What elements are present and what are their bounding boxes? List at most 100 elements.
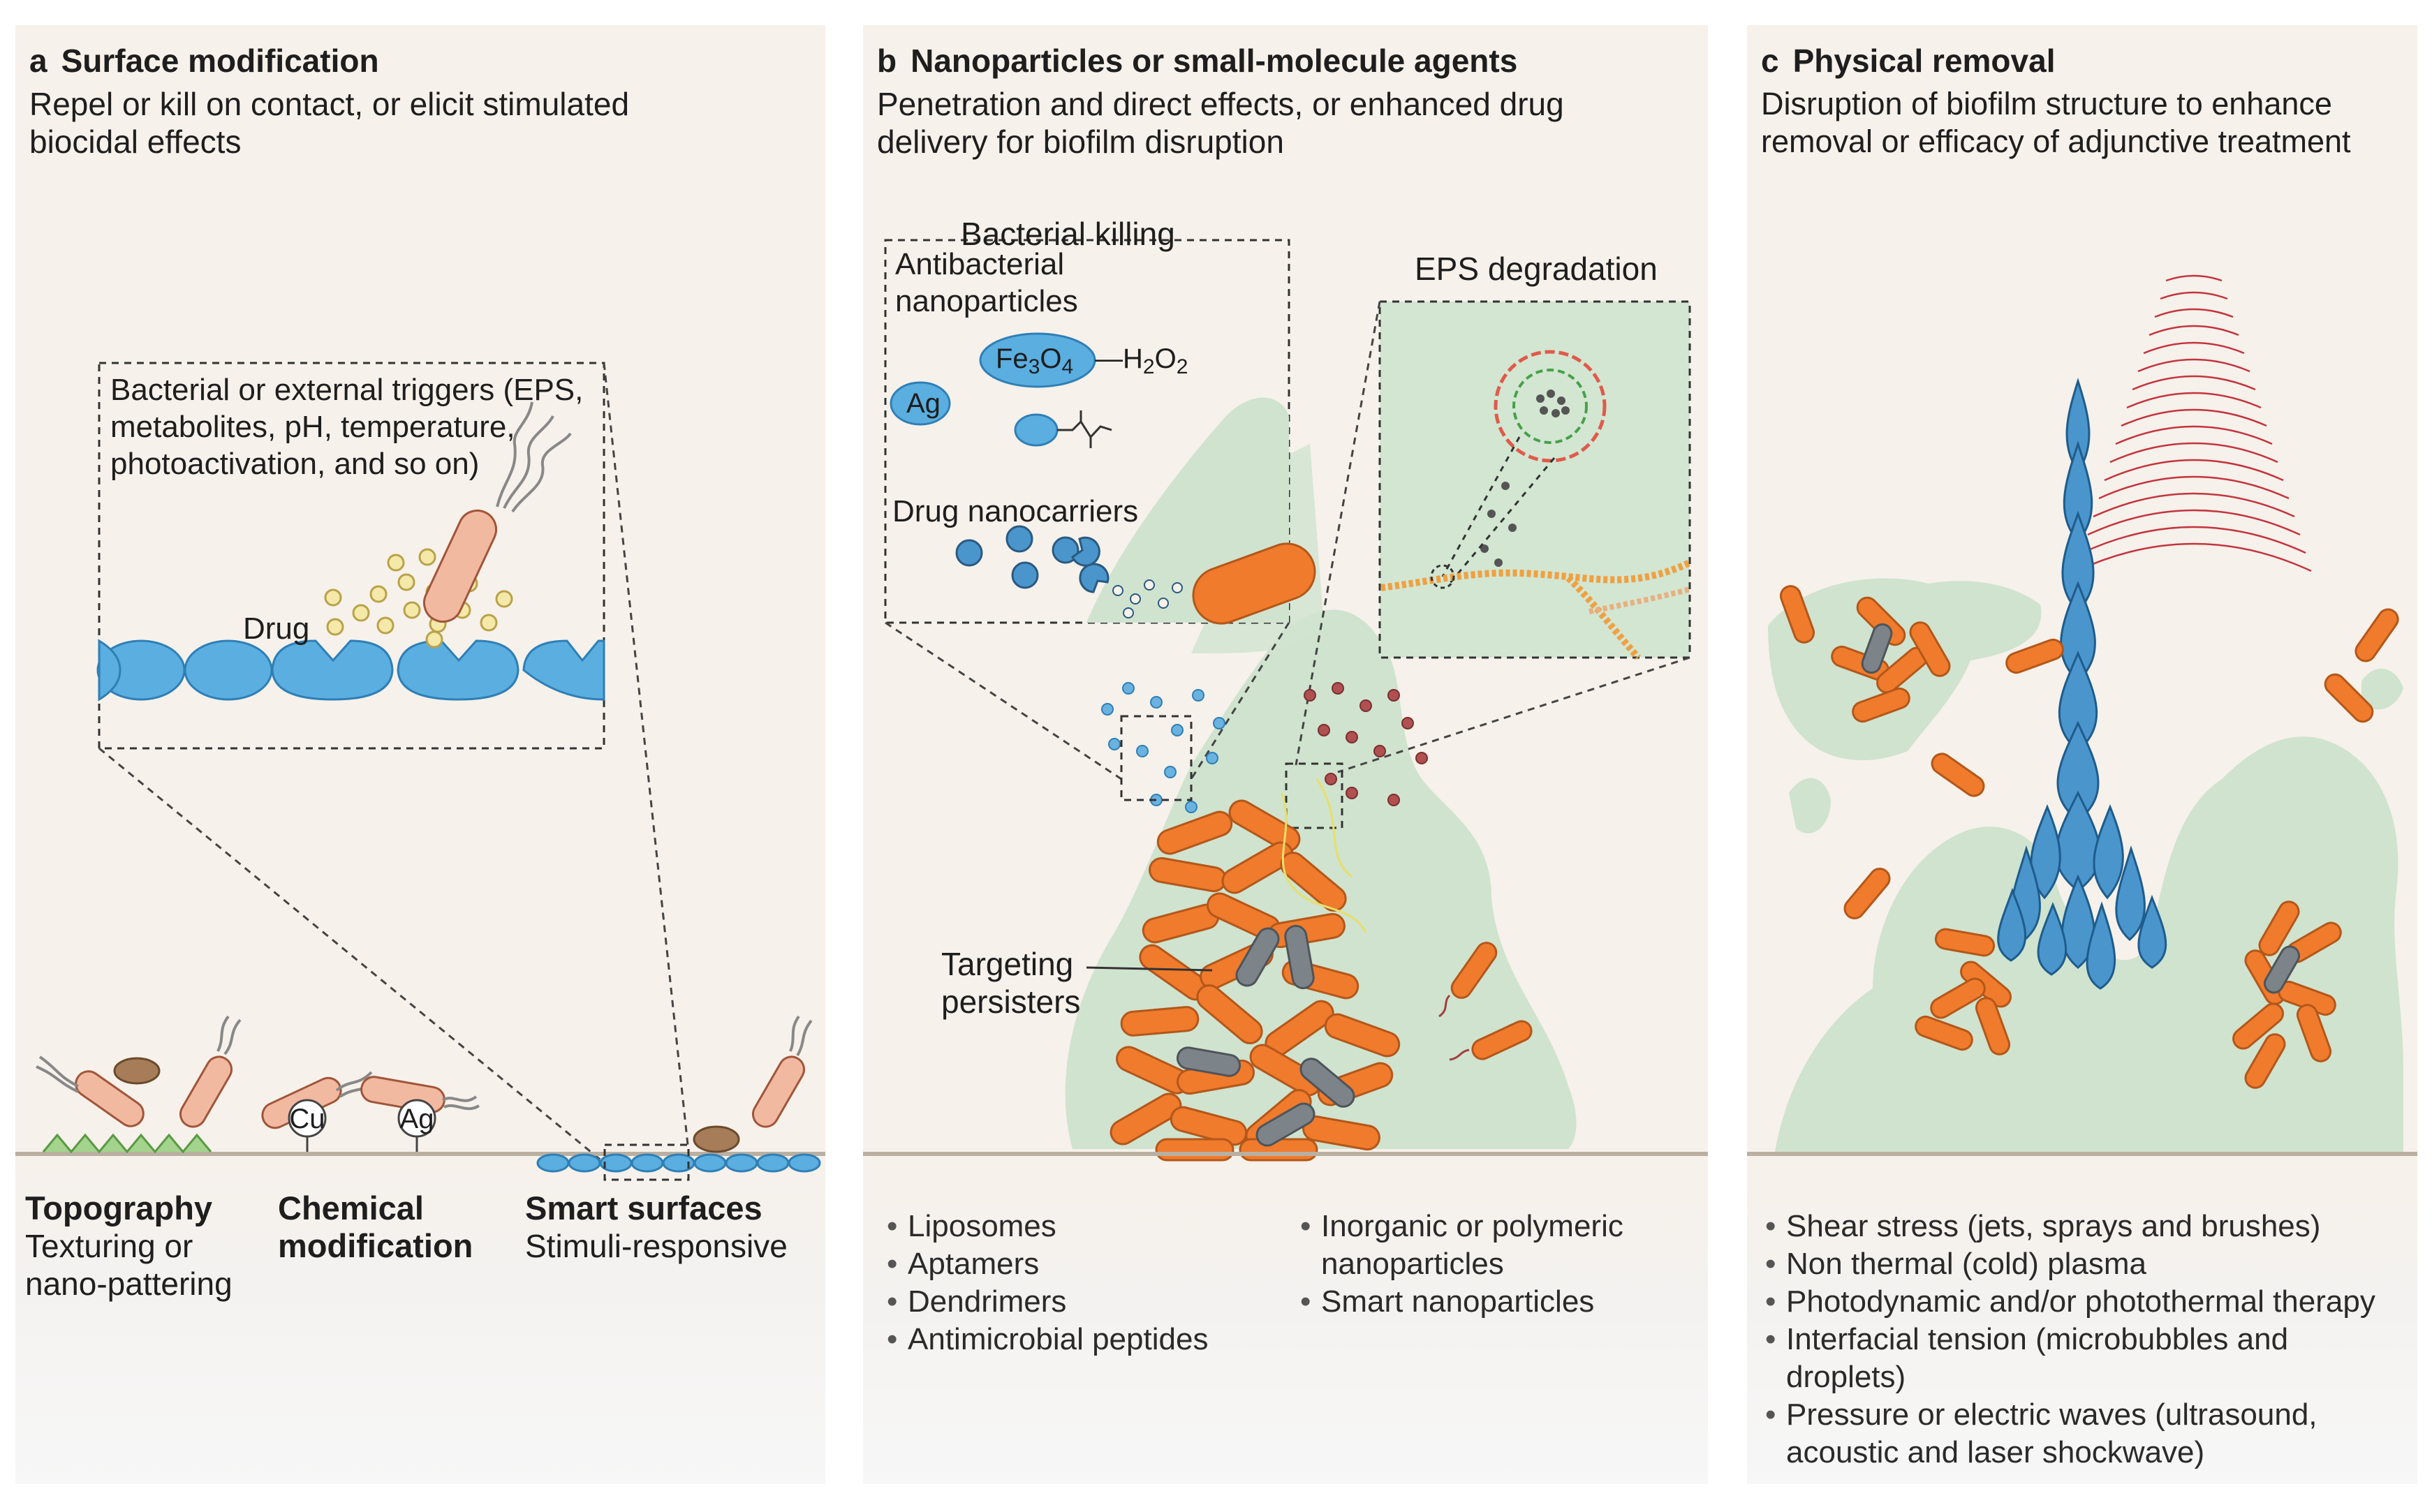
flagella — [511, 432, 572, 513]
inset-box — [98, 362, 605, 750]
bacterium-orange — [1450, 942, 1498, 999]
eps-degradation-label: EPS degradation — [1415, 251, 1658, 287]
zoom-box-killing — [1120, 715, 1193, 801]
degradation-site — [1430, 564, 1455, 589]
list-item: Dendrimers — [884, 1283, 1275, 1321]
bacterium-pink — [75, 1070, 145, 1127]
copper-ion — [288, 1099, 327, 1138]
panel-c-illustration — [1747, 274, 2417, 1156]
ag-nanoparticle — [890, 381, 951, 426]
pressure-waves — [2076, 274, 2312, 572]
surface-ground — [863, 1152, 1708, 1156]
topography-title: Topography — [25, 1189, 213, 1226]
bacterium-brown — [113, 1057, 161, 1085]
panel-b-letter: b — [877, 43, 897, 79]
panel-a-lower-band — [15, 1143, 825, 1484]
antibacterial-np-label: Antibacterial nanoparticles — [895, 247, 1078, 318]
chemical-title: Chemical modification — [278, 1189, 473, 1264]
panel-a-subtitle: Repel or kill on contact, or elicit stim… — [29, 86, 630, 160]
drug-dot — [369, 585, 388, 603]
panel-b-illustration — [863, 239, 1708, 1162]
flagella — [503, 415, 554, 509]
smart-surface-strip — [536, 1153, 821, 1173]
drug-dot — [324, 588, 342, 607]
list-item: Shear stress (jets, sprays and brushes) — [1762, 1208, 2412, 1245]
small-molecule — [1057, 410, 1112, 448]
eps-strand — [1565, 575, 1641, 660]
drug-dot — [326, 618, 344, 636]
h2o2-label: —H2O2 — [1095, 343, 1188, 378]
flagella — [38, 1055, 79, 1088]
drug-dot — [480, 614, 498, 632]
drug-nanocarriers — [955, 525, 1110, 593]
flagella — [335, 1071, 373, 1092]
list-item: Inorganic or polymeric nanoparticles — [1297, 1208, 1674, 1283]
list-item: Photodynamic and/or photothermal therapy — [1762, 1283, 2412, 1321]
list-item: Non thermal (cold) plasma — [1762, 1245, 2412, 1283]
callout-line — [98, 747, 607, 1166]
eps-fiber — [1316, 778, 1353, 878]
nanoparticle-list-left: Liposomes Aptamers Dendrimers Antimicrob… — [884, 1208, 1275, 1358]
drug-label: Drug — [243, 612, 310, 646]
flagella — [36, 1065, 79, 1093]
callout-line — [1190, 622, 1290, 780]
silver-ion — [397, 1099, 436, 1138]
biofilm-fragment — [2361, 668, 2403, 710]
flagella — [796, 1019, 813, 1057]
panel-a-letter: a — [29, 43, 47, 79]
list-item: Aptamers — [884, 1245, 1275, 1283]
drug-dot — [397, 573, 415, 591]
list-item: Smart nanoparticles — [1297, 1283, 1674, 1321]
flagella — [441, 1095, 478, 1102]
physical-removal-list: Shear stress (jets, sprays and brushes) … — [1762, 1208, 2412, 1472]
list-item: Pressure or electric waves (ultrasound, … — [1762, 1396, 2412, 1472]
list-item: Antimicrobial peptides — [884, 1321, 1275, 1358]
receptor-open — [271, 639, 394, 701]
bacterium-orange — [1192, 542, 1316, 625]
callout-line — [1295, 301, 1381, 766]
panel-a-illustration — [15, 362, 825, 1181]
callout-line — [603, 362, 691, 1165]
drug-dot — [387, 554, 405, 572]
eps-degradation-inset — [1378, 300, 1691, 659]
bacterial-killing-label: Bacterial killing — [961, 216, 1175, 252]
eps-strand-degraded — [1589, 586, 1691, 614]
flagella — [496, 401, 533, 507]
smart-desc: Stimuli-responsive — [525, 1228, 788, 1264]
persister-cells — [1176, 924, 1355, 1147]
surface-ground — [1747, 1152, 2417, 1156]
bacterium-pink — [179, 1055, 233, 1128]
topography-desc: Texturing or nano-pattering — [25, 1228, 233, 1302]
drug-dot — [418, 548, 436, 566]
trigger-text: Bacterial or external triggers (EPS, met… — [110, 373, 584, 481]
smart-surface-receptors — [96, 639, 605, 702]
biofilm-fragment — [1789, 778, 1831, 833]
enzyme-cargo — [1480, 390, 1570, 567]
targeting-pointer — [1086, 966, 1213, 972]
small-molecule-nanoparticle — [1014, 413, 1059, 447]
surface-ground — [15, 1152, 825, 1156]
drug-dot — [403, 601, 421, 619]
receptor-open — [522, 639, 605, 701]
bacterium-brown — [693, 1125, 740, 1153]
released-drug — [1112, 579, 1183, 618]
cu-label: Cu — [289, 1104, 325, 1134]
persister-cells — [1861, 623, 2300, 994]
eps-strand — [1380, 559, 1692, 591]
ag-label: Ag — [399, 1104, 434, 1134]
callout-line — [1337, 656, 1690, 773]
drug-molecules — [324, 548, 513, 648]
targeting-persisters-label: Targeting persisters — [941, 946, 1081, 1020]
bacterium-orange — [1471, 1020, 1533, 1060]
zoom-box-eps — [1285, 762, 1343, 829]
drug-dot — [376, 616, 395, 635]
smart-title: Smart surfaces — [525, 1189, 762, 1226]
panel-b-subtitle: Penetration and direct effects, or enhan… — [877, 86, 1564, 160]
flagella — [443, 1104, 480, 1111]
eps-degrading-cloud — [1304, 682, 1428, 806]
